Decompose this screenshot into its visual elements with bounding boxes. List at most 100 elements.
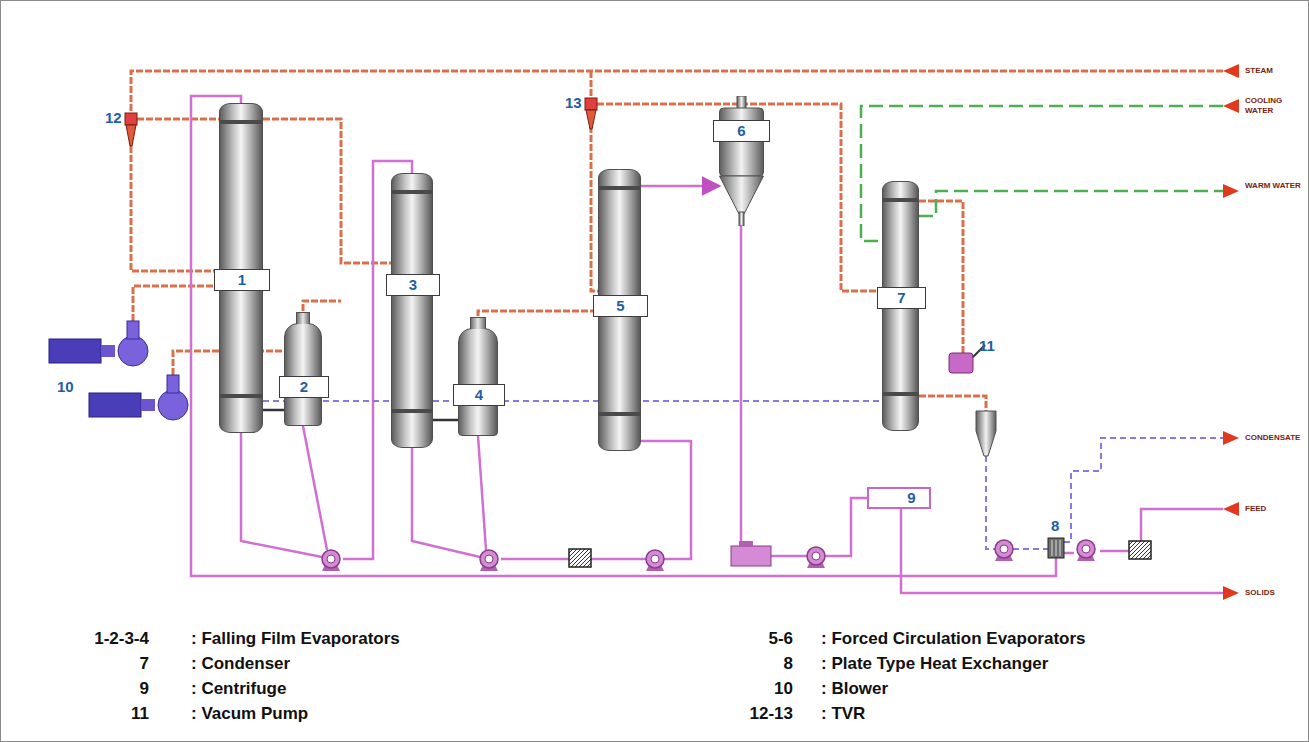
key-description: : Blower [821,679,888,699]
condensate-lines [1013,548,1048,550]
pumps [807,547,825,568]
equipment-number: 5 [593,295,648,317]
process-lines [901,509,1223,593]
key-description: : Condenser [191,654,290,674]
process-lines [771,555,807,558]
key-number: 7 [21,654,149,674]
condenser-column: 7 [882,181,919,431]
process-lines [303,426,327,550]
outlet-label: SOLIDS [1245,588,1305,598]
falling-film-evaporator: 3 [391,173,433,448]
process-lines [641,441,691,559]
callout-number: 11 [979,337,995,355]
pumps [322,540,1095,571]
cyclone-outline [720,176,764,214]
process-lines [1064,552,1074,555]
pipe-connector [263,409,284,412]
blower [49,321,188,420]
steam-lines [303,301,341,311]
steam-lines [919,201,963,353]
equipment-number: 4 [453,384,505,406]
blower [101,345,115,357]
tvr-ejector [585,98,597,110]
forced-circulation-evaporator: 5 [598,169,641,451]
process-lines [591,558,646,561]
strainer-basket [569,549,591,567]
separator-pot [976,411,996,456]
tvr-ejector [125,113,137,125]
strainer-basket [1129,541,1151,559]
callout-number: 8 [1051,517,1059,535]
pipe-connector [641,185,719,188]
blower [141,399,155,411]
plate-heat-exchanger [1048,538,1064,558]
blower [89,393,141,417]
process-lines [478,436,486,550]
separator-pot [976,411,996,456]
blower [49,339,101,363]
blower [118,336,148,366]
steam-lines [478,311,598,316]
key-number: 11 [21,704,149,724]
outlet-label: WARM WATER [1245,181,1305,191]
tvr-ejector [125,98,597,146]
equipment-number: 6 [713,120,770,142]
process-lines [1100,550,1129,553]
steam-lines [591,126,598,291]
pumps [739,541,753,547]
key-description: : Plate Type Heat Exchanger [821,654,1048,674]
process-lines [241,433,322,557]
condensate-lines [1064,438,1223,542]
pumps [995,540,1013,561]
steam-lines [919,396,986,411]
process-lines [191,96,1223,593]
flow-arrowheads [1223,586,1239,600]
key-number: 12-13 [681,704,793,724]
flow-arrowheads [1223,64,1239,78]
flow-arrowheads [1223,502,1239,516]
inlet-label: COOLING WATER [1245,96,1305,116]
key-number: 5-6 [681,629,793,649]
pumps [646,550,664,571]
pumps [1077,540,1095,561]
blower [158,390,188,420]
pumps [322,550,340,571]
steam-lines [137,119,391,263]
steam-lines [590,71,593,98]
steam-lines [133,286,219,321]
tvr-ejector [586,110,596,129]
key-description: : Falling Film Evaporators [191,629,400,649]
equipment-number: 2 [279,376,329,398]
pipe-connector [433,419,458,422]
key-number: 9 [21,679,149,699]
cooling-water-lines [919,191,1223,216]
callout-number: 13 [565,94,582,112]
equipment-number: 3 [386,274,440,296]
flow-arrowheads [1223,64,1239,600]
flow-arrowheads [1223,431,1239,445]
process-lines [501,558,569,561]
blower [127,321,139,339]
process-lines [412,448,480,557]
pumps [480,550,498,571]
key-number: 8 [681,654,793,674]
equipment-number: 7 [877,287,926,309]
plate-heat-exchanger [1048,538,1064,558]
vacuum-pump [949,353,973,373]
process-lines [191,96,1056,576]
inlet-label: STEAM [1245,66,1305,76]
blower [167,375,179,393]
separator-vessel: 4 [458,328,498,436]
key-number: 10 [681,679,793,699]
key-description: : Centrifuge [191,679,286,699]
flow-arrowheads [1223,99,1239,113]
key-description: : Forced Circulation Evaporators [821,629,1086,649]
tvr-ejector [126,125,136,146]
inlet-label: FEED [1245,504,1305,514]
condensate-lines [263,400,882,402]
process-lines [740,226,743,546]
equipment-number: 9 [905,490,919,506]
cyclone-outline [720,108,764,176]
plate-heat-exchanger [1052,540,1060,556]
